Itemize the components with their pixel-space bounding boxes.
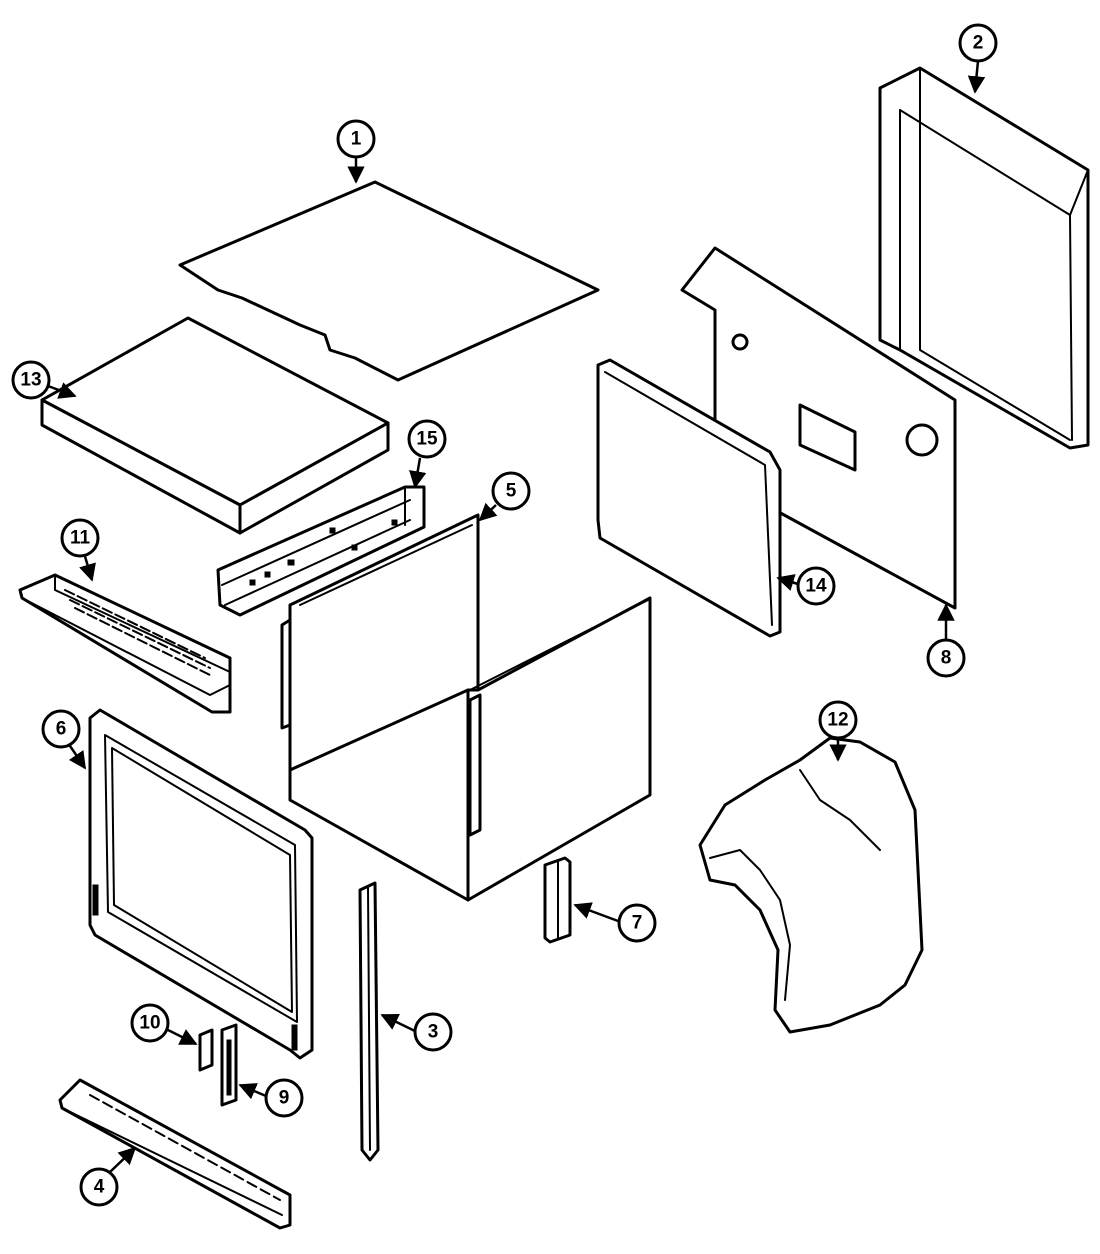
callout-13: 13 [11,360,51,400]
part-7-small-channel [543,856,572,944]
callout-15-label: 15 [416,429,438,450]
leader-3 [380,1013,418,1034]
callout-9-label: 9 [279,1088,290,1109]
callout-12-label: 12 [827,710,848,731]
callout-4-label: 4 [94,1177,105,1198]
leader-14 [776,574,799,591]
callout-2: 2 [958,23,998,63]
callout-3-label: 3 [428,1022,439,1043]
callout-10-label: 10 [139,1013,160,1034]
callout-9: 9 [264,1078,304,1118]
part-14-insulation-pad [596,358,782,638]
part-15-bracket-rail [216,485,426,617]
part-12-bulk-insulation [698,736,924,1034]
callout-12: 12 [818,700,858,740]
leader-5 [478,502,498,522]
callout-13-label: 13 [20,370,41,391]
part-10-small-clip [198,1028,214,1072]
callout-5: 5 [491,471,531,511]
leader-7 [573,902,619,923]
leader-6 [66,742,87,770]
callout-8: 8 [926,638,966,678]
leader-2 [967,60,986,94]
callout-1: 1 [336,119,376,159]
leader-lines [47,60,986,1173]
callout-14-label: 14 [805,576,827,597]
callout-11: 11 [60,518,100,558]
callout-11-label: 11 [70,528,91,549]
part-5-cabinet-box [280,513,652,902]
part-3-vertical-trim [358,881,380,1162]
leader-11 [79,552,96,582]
callout-8-label: 8 [941,648,952,669]
leader-9 [238,1083,267,1100]
callout-7-label: 7 [632,913,643,934]
part-6-door-frame [88,708,314,1060]
part-1-top-panel [178,180,600,382]
part-2-rear-frame [878,66,1090,450]
callout-4: 4 [79,1167,119,1207]
callout-10: 10 [130,1003,170,1043]
part-9-slotted-strip [220,1023,238,1107]
part-13-insulation-block [40,316,390,535]
leader-10 [167,1028,198,1046]
leader-15 [409,457,427,489]
leader-13 [47,382,77,399]
callout-1-label: 1 [351,129,362,150]
leader-4 [109,1146,137,1173]
callout-6: 6 [41,709,81,749]
part-4-bottom-vented-rail [58,1078,292,1230]
callout-3: 3 [413,1012,453,1052]
callout-6-label: 6 [56,719,67,740]
callout-7: 7 [617,903,657,943]
callout-2-label: 2 [973,33,984,54]
callout-5-label: 5 [506,481,517,502]
part-8-back-panel [680,246,957,610]
callout-14: 14 [796,566,836,606]
callout-15: 15 [407,419,447,459]
part-11-vented-front-rail [18,573,232,714]
